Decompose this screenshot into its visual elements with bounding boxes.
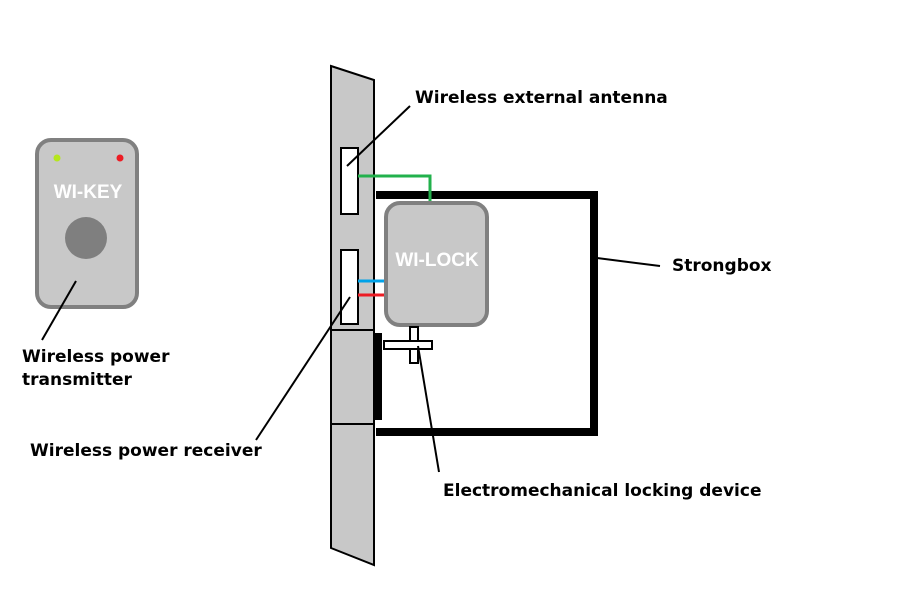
antenna-wire <box>358 174 432 203</box>
label-locking-device: Electromechanical locking device <box>443 481 761 501</box>
label-receiver: Wireless power receiver <box>30 441 262 461</box>
green-led-icon <box>53 154 61 162</box>
label-transmitter-line2: transmitter <box>22 370 133 390</box>
label-strongbox: Strongbox <box>672 256 772 276</box>
wi-lock-label: WI-LOCK <box>395 250 479 271</box>
receiver-slot <box>340 249 359 325</box>
leader-transmitter <box>41 280 77 341</box>
red-led-icon <box>116 154 124 162</box>
label-antenna: Wireless external antenna <box>415 88 668 108</box>
leader-antenna <box>346 105 411 167</box>
wi-key-button <box>65 217 107 259</box>
leader-strongbox <box>596 257 661 267</box>
antenna-slot <box>340 147 359 215</box>
bolt-bar <box>383 340 433 350</box>
wi-lock-module <box>384 201 489 327</box>
label-transmitter-line1: Wireless power <box>22 347 170 367</box>
wi-key-label: WI-KEY <box>54 182 123 203</box>
strongbox-outline <box>376 191 598 436</box>
leader-receiver <box>255 296 351 441</box>
leader-locking-device <box>417 345 440 473</box>
